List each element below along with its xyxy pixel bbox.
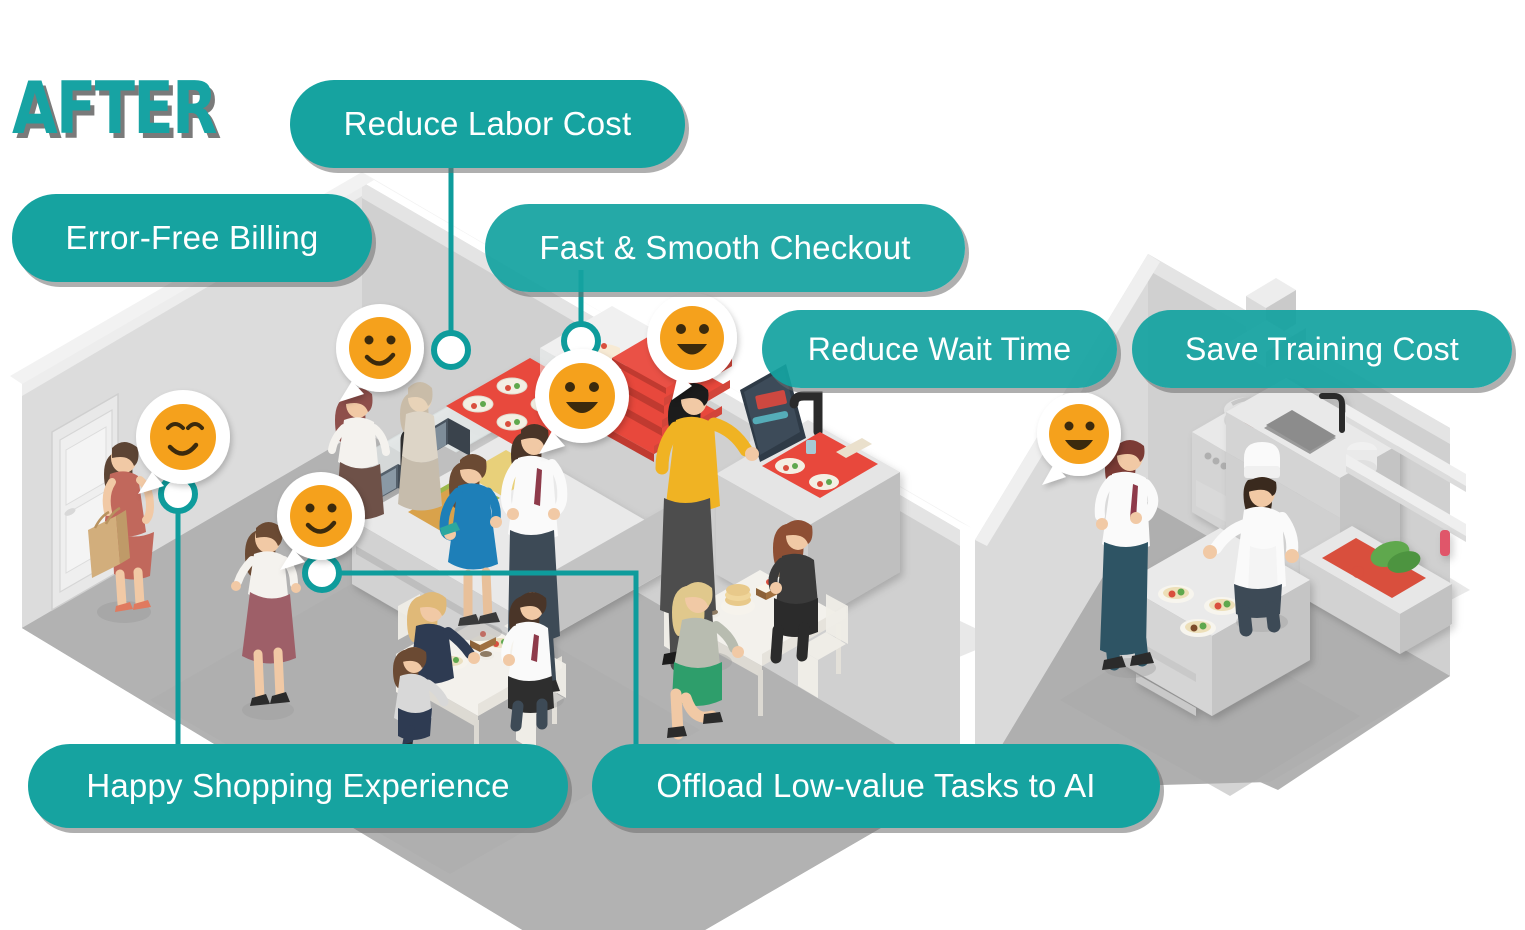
person-chef <box>1203 442 1299 637</box>
person-diner-woman-c <box>768 520 818 664</box>
tray-scanner <box>762 391 878 498</box>
callout-label: Happy Shopping Experience <box>86 767 510 804</box>
condiment-shelves <box>1346 404 1466 542</box>
prep-counter <box>1300 526 1452 654</box>
entrance-door <box>51 392 119 612</box>
smiley-shopper-entering <box>136 389 231 494</box>
callout-label: Error-Free Billing <box>65 219 319 256</box>
chef-hat <box>1244 442 1280 478</box>
marker-reduce-labor-cost <box>431 330 471 370</box>
person-diner-woman-b <box>667 582 744 740</box>
connector-markers <box>158 321 601 593</box>
callout-save-training-cost[interactable]: Save Training Cost <box>1132 310 1512 388</box>
callout-label: Reduce Labor Cost <box>343 105 632 142</box>
marker-offload-low-value-tasks <box>302 553 342 593</box>
callout-fast-smooth-checkout[interactable]: Fast & Smooth Checkout <box>485 204 965 292</box>
smiley-bubbles <box>136 293 1121 570</box>
page-title: AFTER <box>12 66 218 150</box>
callout-reduce-labor-cost[interactable]: Reduce Labor Cost <box>290 80 685 168</box>
callout-offload-low-value-tasks[interactable]: Offload Low-value Tasks to AI <box>592 744 1160 828</box>
person-diner-woman-a <box>407 592 480 684</box>
shopping-bag <box>88 506 130 578</box>
connector-lines <box>175 150 639 770</box>
self-order-kiosk <box>738 364 806 462</box>
person-shopper-entering <box>88 442 155 623</box>
callout-reduce-wait-time[interactable]: Reduce Wait Time <box>762 310 1117 388</box>
smiley-counter-staff <box>535 349 629 454</box>
callout-happy-shopping-experience[interactable]: Happy Shopping Experience <box>28 744 568 828</box>
smiley-browsing-shopper <box>277 472 365 570</box>
smiley-queue-customer <box>336 304 424 402</box>
callout-label: Save Training Cost <box>1185 330 1459 367</box>
person-browsing-shopper <box>231 522 301 720</box>
callout-error-free-billing[interactable]: Error-Free Billing <box>12 194 372 282</box>
connector-offload-low-value-tasks <box>330 570 639 770</box>
person-cashier <box>439 454 502 641</box>
person-kitchen-manager <box>1094 440 1159 678</box>
callout-label: Fast & Smooth Checkout <box>539 229 911 266</box>
callout-label: Offload Low-value Tasks to AI <box>656 767 1096 804</box>
callout-label: Reduce Wait Time <box>807 330 1072 367</box>
smiley-kitchen-manager <box>1037 392 1121 485</box>
person-queue-woman <box>398 382 442 511</box>
smiley-kiosk-user <box>647 293 737 400</box>
person-diner-man <box>501 592 554 732</box>
